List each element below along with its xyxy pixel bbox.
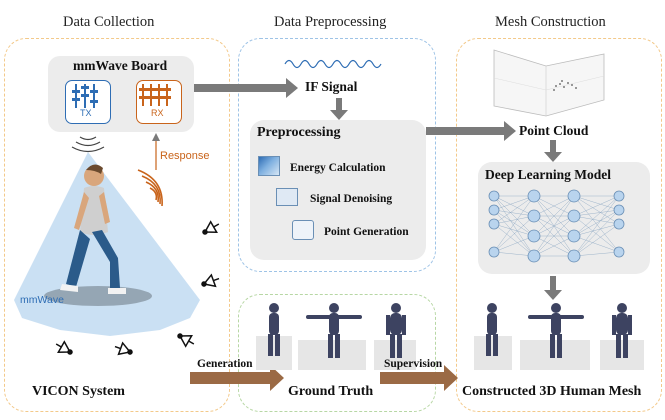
preprocessing-step-energy: Energy Calculation bbox=[290, 162, 386, 174]
ground-truth-label: Ground Truth bbox=[288, 384, 374, 399]
header-data-collection: Data Collection bbox=[63, 14, 155, 30]
header-mesh-construction: Mesh Construction bbox=[495, 14, 606, 30]
constructed-mesh-images bbox=[474, 300, 650, 370]
if-signal-label: IF Signal bbox=[305, 79, 358, 94]
mmwave-label: mmWave bbox=[20, 294, 64, 306]
neural-network-graphic bbox=[484, 186, 644, 270]
board-to-if-arrow bbox=[194, 78, 298, 98]
response-label: Response bbox=[160, 150, 210, 162]
vicon-camera-icon bbox=[55, 220, 220, 356]
point-cloud-plot bbox=[486, 46, 610, 118]
mmwave-board-title: mmWave Board bbox=[73, 58, 168, 73]
if-to-preprocessing-arrow bbox=[330, 98, 348, 120]
supervision-label: Supervision bbox=[384, 358, 443, 370]
point-generation-icon bbox=[292, 220, 314, 240]
if-signal-wave bbox=[284, 59, 382, 69]
model-to-mesh-arrow bbox=[544, 276, 562, 300]
denoising-signal-icon bbox=[276, 188, 298, 206]
tx-antenna-icon bbox=[72, 84, 98, 108]
point-cloud-label: Point Cloud bbox=[519, 123, 589, 138]
panel-data-preprocessing bbox=[238, 38, 436, 272]
header-data-preprocessing: Data Preprocessing bbox=[274, 14, 387, 30]
ground-truth-mesh-images bbox=[256, 300, 420, 370]
response-wave-icon bbox=[137, 169, 163, 207]
deep-learning-model-title: Deep Learning Model bbox=[485, 167, 611, 182]
energy-heatmap-icon bbox=[258, 156, 280, 176]
preprocessing-step-denoising: Signal Denoising bbox=[310, 193, 393, 205]
pointcloud-to-model-arrow bbox=[544, 140, 562, 162]
person-figure bbox=[44, 164, 152, 306]
rx-antenna-icon bbox=[139, 84, 171, 106]
preprocessing-step-point-generation: Point Generation bbox=[324, 226, 409, 238]
generation-arrow bbox=[190, 365, 284, 391]
panel-mesh-construction bbox=[456, 38, 662, 412]
rx-label: RX bbox=[151, 108, 164, 118]
panel-ground-truth bbox=[238, 294, 436, 412]
tx-label: TX bbox=[80, 108, 92, 118]
supervision-arrow bbox=[380, 365, 458, 391]
generation-label: Generation bbox=[197, 358, 253, 370]
panel-data-collection bbox=[4, 38, 230, 412]
vicon-system-label: VICON System bbox=[32, 384, 125, 399]
tx-wave-icon bbox=[71, 136, 105, 153]
preprocessing-title: Preprocessing bbox=[257, 125, 341, 140]
constructed-mesh-label: Constructed 3D Human Mesh bbox=[462, 384, 642, 399]
preprocessing-to-pointcloud-arrow bbox=[426, 121, 516, 141]
